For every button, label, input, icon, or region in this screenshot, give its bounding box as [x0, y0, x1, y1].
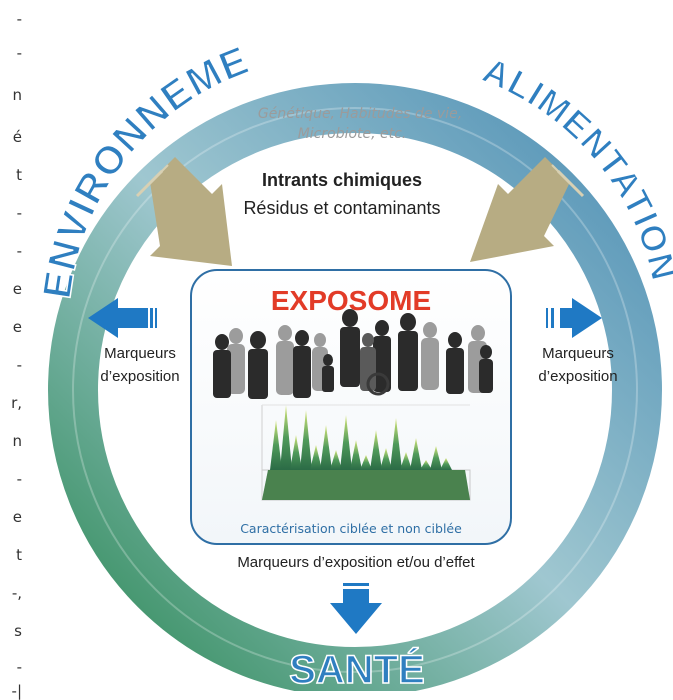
edge-char: n	[12, 432, 22, 450]
outer-ring	[48, 83, 662, 697]
edge-char: r,	[11, 394, 22, 412]
left-marker-line1: Marqueurs	[104, 345, 176, 362]
edge-char: -	[16, 10, 22, 28]
edge-char: e	[12, 318, 22, 336]
edge-char: t	[16, 546, 22, 564]
edge-char: -,	[11, 584, 22, 602]
edge-char: -	[16, 44, 22, 62]
edge-char: -	[16, 658, 22, 676]
edge-char: e	[12, 508, 22, 526]
edge-char: -	[16, 204, 22, 222]
edge-char: -	[16, 470, 22, 488]
inputs-title: Intrants chimiques	[262, 170, 422, 190]
input-arrow-right	[470, 157, 585, 262]
inputs-subtitle: Résidus et contaminants	[243, 198, 440, 218]
edge-char: é	[12, 128, 22, 146]
top-factors-line2: Microbiote, etc.	[298, 126, 407, 142]
edge-char: -|	[11, 682, 22, 700]
left-marker-line2: d’exposition	[100, 368, 179, 385]
top-factors-line1: Génétique, Habitudes de vie,	[258, 106, 462, 122]
input-arrow-left	[135, 157, 232, 266]
right-marker-line1: Marqueurs	[542, 345, 614, 362]
edge-char: e	[12, 280, 22, 298]
right-marker-line2: d’exposition	[538, 368, 617, 385]
edge-char: t	[16, 166, 22, 184]
edge-char: n	[12, 86, 22, 104]
edge-char: -	[16, 356, 22, 374]
edge-char: -	[16, 242, 22, 260]
people-silhouettes	[213, 309, 493, 399]
bottom-marker: Marqueurs d’exposition et/ou d’effet	[237, 554, 475, 571]
exposome-caption: Caractérisation ciblée et non ciblée	[240, 521, 462, 536]
output-arrow-down	[330, 583, 382, 634]
data-surface-plot	[261, 404, 471, 501]
output-arrow-right	[546, 298, 602, 338]
cropped-side-text: - - n é t - - e e - r, n - e t -, s - -|	[0, 0, 24, 699]
edge-char: s	[14, 622, 22, 640]
ring-label-sante: SANTÉ	[289, 647, 425, 691]
output-arrow-left	[88, 298, 157, 338]
